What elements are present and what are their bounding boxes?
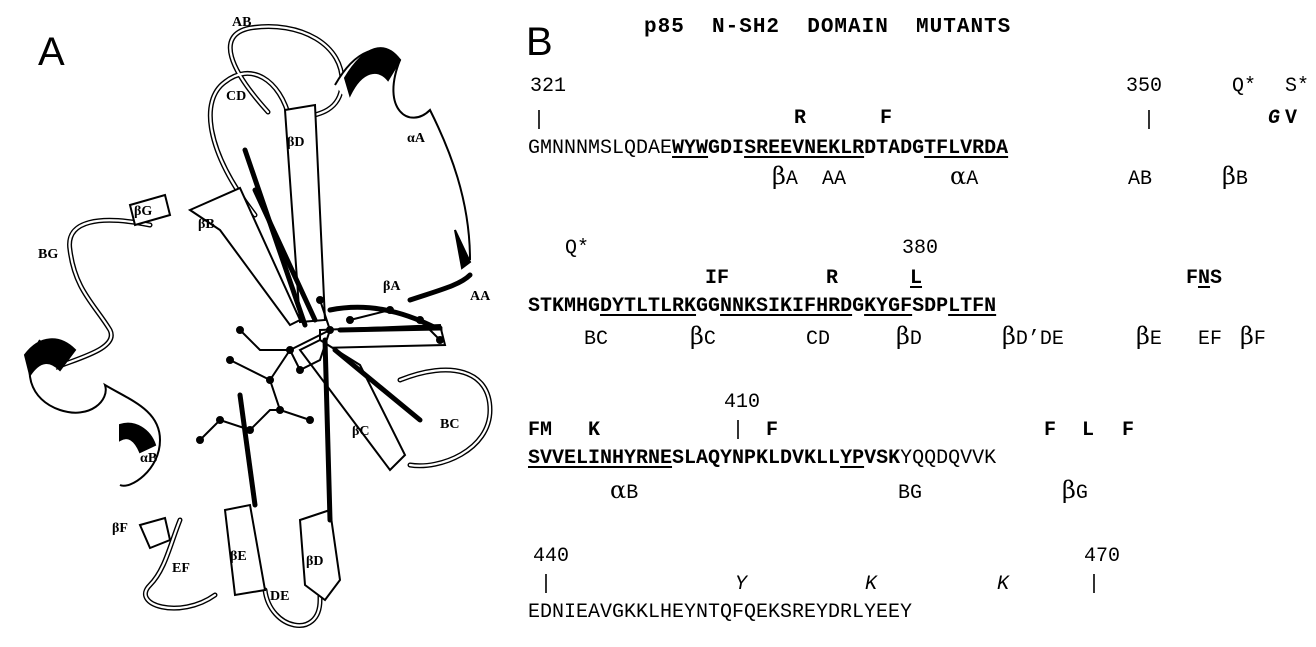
mutation-K: K [588, 419, 601, 442]
ligand-ball-stick [196, 296, 444, 444]
sequence-line: STKMHGDYTLTLRKGGNNKSIKIFHRDGKYGFSDPLTFN [528, 295, 997, 318]
ss-beta-d: βD [896, 322, 922, 351]
label-beta-d-bottom: βD [306, 554, 324, 569]
ss-cd: CD [806, 328, 831, 351]
residue-number: 350 [1126, 75, 1163, 98]
mutation-star-q: Q* [1232, 75, 1257, 98]
mutation-V: V [1285, 107, 1298, 130]
strand-beta-f [138, 516, 172, 550]
mutation-L: L [1082, 419, 1095, 442]
label-beta-b: βB [198, 217, 215, 232]
mutation-Y: Y [735, 573, 748, 596]
label-ef: EF [172, 561, 190, 576]
ss-beta-g: βG [1062, 476, 1088, 505]
ss-beta-c: βC [690, 322, 716, 351]
strand-beta-d-top [283, 103, 327, 324]
tick-mark: | [732, 419, 745, 442]
residue-number: 380 [902, 237, 939, 260]
label-beta-d-top: βD [287, 135, 305, 150]
label-alpha-a: αA [407, 131, 426, 146]
residue-number: 321 [530, 75, 567, 98]
mutation-F: F [766, 419, 779, 442]
ss-beta-a: βA [772, 162, 798, 191]
mutation-star-s: S* [1285, 75, 1310, 98]
sequence-line: EDNIEAVGKKLHEYNTQFQEKSREYDRLYEEY [528, 601, 913, 624]
strand-beta-d-bottom [298, 508, 342, 602]
helix-alpha-a [334, 47, 472, 270]
mutation-IF: IF [705, 267, 730, 290]
label-ab: AB [232, 15, 251, 30]
tick-mark: | [540, 573, 553, 596]
ss-bg: BG [898, 482, 923, 505]
ss-aa: AA [822, 168, 847, 191]
label-bc: BC [440, 417, 459, 432]
ss-beta-b: βB [1222, 162, 1248, 191]
ss-beta-d-prime-de: βD’DE [1002, 322, 1064, 351]
label-beta-e: βE [230, 549, 247, 564]
label-beta-a: βA [383, 279, 401, 294]
label-beta-g: βG [134, 204, 152, 219]
label-aa: AA [470, 289, 491, 304]
label-beta-c: βC [352, 424, 370, 439]
sequence-line: GMNNNMSLQDAEWYWGDISREEVNEKLRDTADGTFLVRDA [528, 137, 1009, 160]
residue-number: 470 [1084, 545, 1121, 568]
mutation-F: F [1044, 419, 1057, 442]
mutation-R: R [826, 267, 839, 290]
mutation-G: G [1268, 107, 1281, 130]
ss-bc: BC [584, 328, 609, 351]
strand-beta-b [187, 186, 302, 327]
ss-alpha-a: αA [950, 162, 979, 191]
residue-number: 440 [533, 545, 570, 568]
strand-beta-g [128, 193, 172, 227]
label-bg: BG [38, 247, 58, 262]
mutation-star-q: Q* [565, 237, 590, 260]
sequence-line: SVVELINHYRNESLAQYNPKLDVKLLYPVSKYQQDQVVK [528, 447, 997, 470]
tick-mark: | [1088, 573, 1101, 596]
mutation-FM: FM [528, 419, 553, 442]
label-de: DE [270, 589, 289, 604]
ss-beta-e: βE [1136, 322, 1162, 351]
mutation-K: K [865, 573, 878, 596]
residue-number: 410 [724, 391, 761, 414]
ss-ef: EF [1198, 328, 1223, 351]
mutation-FNS: FNS [1186, 267, 1223, 290]
strand-beta-e [223, 503, 267, 597]
ss-alpha-b: αB [610, 476, 639, 505]
label-beta-f: βF [112, 521, 128, 536]
helix-alpha-b [23, 338, 162, 487]
label-cd: CD [226, 89, 246, 104]
ss-beta-f: βF [1240, 322, 1266, 351]
panel-b-title: p85 N-SH2 DOMAIN MUTANTS [644, 16, 1012, 39]
tick-mark: | [533, 109, 546, 132]
panel-a-letter: A [38, 30, 65, 74]
mutation-L: L [910, 267, 923, 290]
mutation-F: F [1122, 419, 1135, 442]
label-alpha-b: αB [140, 451, 157, 466]
mutation-F: F [880, 107, 893, 130]
sh2-ribbon-diagram: AB CD βD βG βB αA BG βA AA BC αB βC βF E… [23, 15, 493, 628]
strand-beta-c [298, 338, 407, 472]
ss-ab: AB [1128, 168, 1153, 191]
tick-mark: | [1143, 109, 1156, 132]
mutation-K: K [997, 573, 1010, 596]
panel-b-letter: B [526, 20, 553, 64]
mutation-R: R [794, 107, 807, 130]
